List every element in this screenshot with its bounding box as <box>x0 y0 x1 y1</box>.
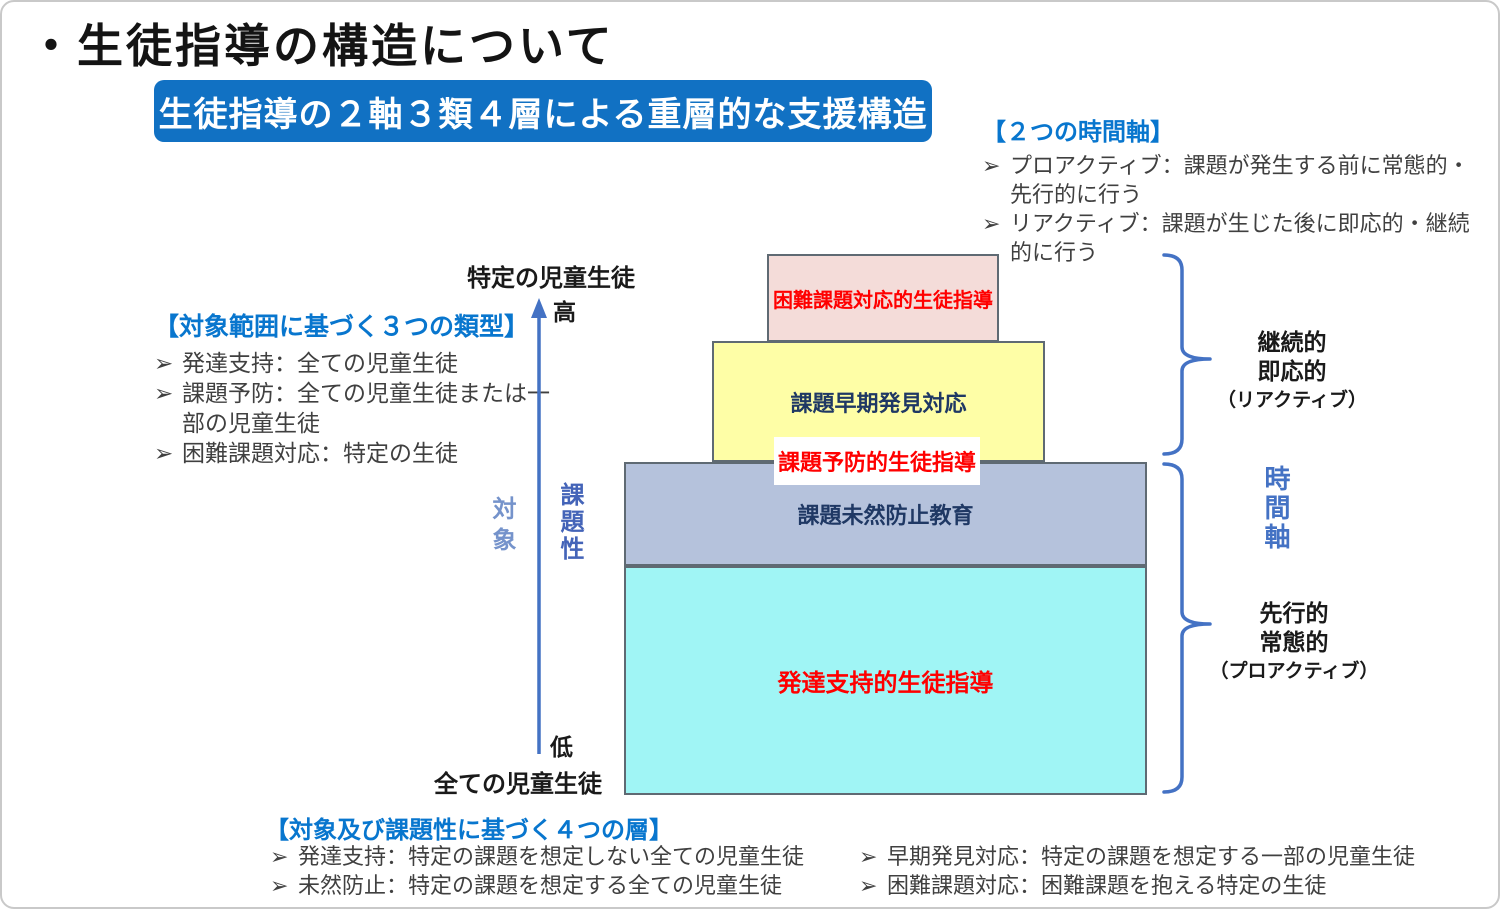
proactive-line: 常態的 <box>1259 629 1329 655</box>
list-item: ➢ 発達支持：全ての児童生徒 <box>154 348 568 378</box>
four-layers-col2: ➢ 早期発見対応：特定の課題を想定する一部の児童生徒 ➢ 困難課題対応：困難課題… <box>859 842 1415 900</box>
list-item-text: 困難課題対応：特定の生徒 <box>182 440 458 466</box>
arrow-bullet-icon: ➢ <box>982 211 1001 236</box>
reactive-line: （リアクティブ） <box>1217 390 1367 411</box>
list-item-text: プロアクティブ：課題が発生する前に常態的・先行的に行う <box>1010 153 1470 207</box>
axis-issue-label: 課題性 <box>556 482 583 563</box>
proactive-line: 先行的 <box>1259 600 1329 626</box>
axis-top-label: 特定の児童生徒 <box>467 265 635 292</box>
list-item: ➢ プロアクティブ：課題が発生する前に常態的・先行的に行う <box>982 151 1480 209</box>
axis-bottom-label: 全ての児童生徒 <box>434 771 602 798</box>
arrow-bullet-icon: ➢ <box>859 844 878 869</box>
proactive-label: 先行的 常態的 （プロアクティブ） <box>1204 599 1384 686</box>
arrow-bullet-icon: ➢ <box>154 350 174 376</box>
reactive-brace <box>1162 253 1212 456</box>
list-item: ➢ 発達支持：特定の課題を想定しない全ての児童生徒 <box>270 842 804 871</box>
list-item: ➢ 未然防止：特定の課題を想定する全ての児童生徒 <box>270 871 804 900</box>
axis-high-label: 高 <box>553 299 576 325</box>
axis-low-label: 低 <box>550 734 573 760</box>
list-item-text: 未然防止：特定の課題を想定する全ての児童生徒 <box>298 873 783 898</box>
target-types-heading: 【対象範囲に基づく３つの類型】 <box>154 313 530 341</box>
four-layers-heading: 【対象及び課題性に基づく４つの層】 <box>265 817 673 844</box>
list-item: ➢ 課題予防：全ての児童生徒または一部の児童生徒 <box>154 378 568 438</box>
page-title: ・生徒指導の構造について <box>28 20 615 72</box>
list-item-text: 発達支持：特定の課題を想定しない全ての児童生徒 <box>298 844 805 869</box>
time-axes-heading: 【２つの時間軸】 <box>982 119 1174 146</box>
arrow-bullet-icon: ➢ <box>859 873 878 898</box>
arrow-bullet-icon: ➢ <box>270 844 289 869</box>
reactive-line: 即応的 <box>1257 358 1327 384</box>
four-layers-col1: ➢ 発達支持：特定の課題を想定しない全ての児童生徒 ➢ 未然防止：特定の課題を想… <box>270 842 804 900</box>
list-item-text: 早期発見対応：特定の課題を想定する一部の児童生徒 <box>887 844 1416 869</box>
layer-difficult-issues: 困難課題対応的生徒指導 <box>767 254 999 342</box>
axis-target-label: 対象 <box>488 496 515 558</box>
list-item-text: 課題予防：全ての児童生徒または一部の児童生徒 <box>182 380 550 436</box>
reactive-line: 継続的 <box>1257 329 1327 355</box>
list-item-text: リアクティブ：課題が生じた後に即応的・継続的に行う <box>1010 211 1470 265</box>
proactive-line: （プロアクティブ） <box>1209 661 1379 682</box>
arrow-bullet-icon: ➢ <box>270 873 289 898</box>
layer-developmental-support: 発達支持的生徒指導 <box>624 566 1147 795</box>
time-axes-note: 【２つの時間軸】 ➢ プロアクティブ：課題が発生する前に常態的・先行的に行う ➢… <box>982 118 1480 267</box>
banner-heading: 生徒指導の２軸３類４層による重層的な支援構造 <box>154 80 932 142</box>
time-axis-label: 時間軸 <box>1261 465 1291 552</box>
prevention-overlay-label: 課題予防的生徒指導 <box>774 437 980 485</box>
vertical-axis-arrow <box>531 298 547 754</box>
list-item: ➢ 困難課題対応：困難課題を抱える特定の生徒 <box>859 871 1415 900</box>
arrow-bullet-icon: ➢ <box>154 380 174 406</box>
reactive-label: 継続的 即応的 （リアクティブ） <box>1204 328 1380 415</box>
target-types-note: 【対象範囲に基づく３つの類型】 ➢ 発達支持：全ての児童生徒 ➢ 課題予防：全て… <box>154 312 568 468</box>
list-item: ➢ 困難課題対応：特定の生徒 <box>154 438 568 468</box>
list-item-text: 発達支持：全ての児童生徒 <box>182 350 458 376</box>
list-item: ➢ 早期発見対応：特定の課題を想定する一部の児童生徒 <box>859 842 1415 871</box>
proactive-brace <box>1162 462 1212 794</box>
time-axis-braces <box>1162 253 1212 794</box>
list-item-text: 困難課題対応：困難課題を抱える特定の生徒 <box>887 873 1327 898</box>
arrow-bullet-icon: ➢ <box>982 153 1001 178</box>
list-item: ➢ リアクティブ：課題が生じた後に即応的・継続的に行う <box>982 209 1480 267</box>
arrow-bullet-icon: ➢ <box>154 440 174 466</box>
